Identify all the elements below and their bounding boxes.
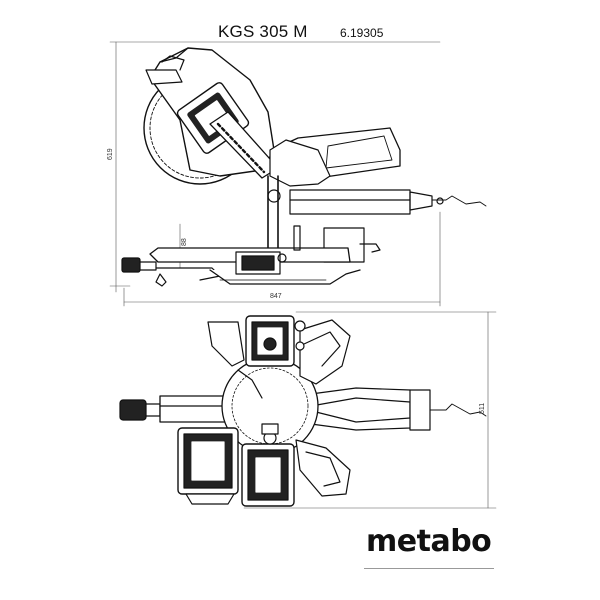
dim-height-label: 619 <box>107 148 114 160</box>
article-number: 6.19305 <box>340 26 384 40</box>
model-title: KGS 305 M <box>218 22 308 41</box>
dim-depth-label: 511 <box>479 403 486 414</box>
side-view <box>109 41 487 307</box>
top-view <box>119 311 497 509</box>
dim-table-height-label: 88 <box>181 238 188 246</box>
page-corner-line <box>364 568 494 569</box>
dim-length-label: 847 <box>270 293 282 300</box>
metabo-logo: metabo <box>366 524 492 559</box>
